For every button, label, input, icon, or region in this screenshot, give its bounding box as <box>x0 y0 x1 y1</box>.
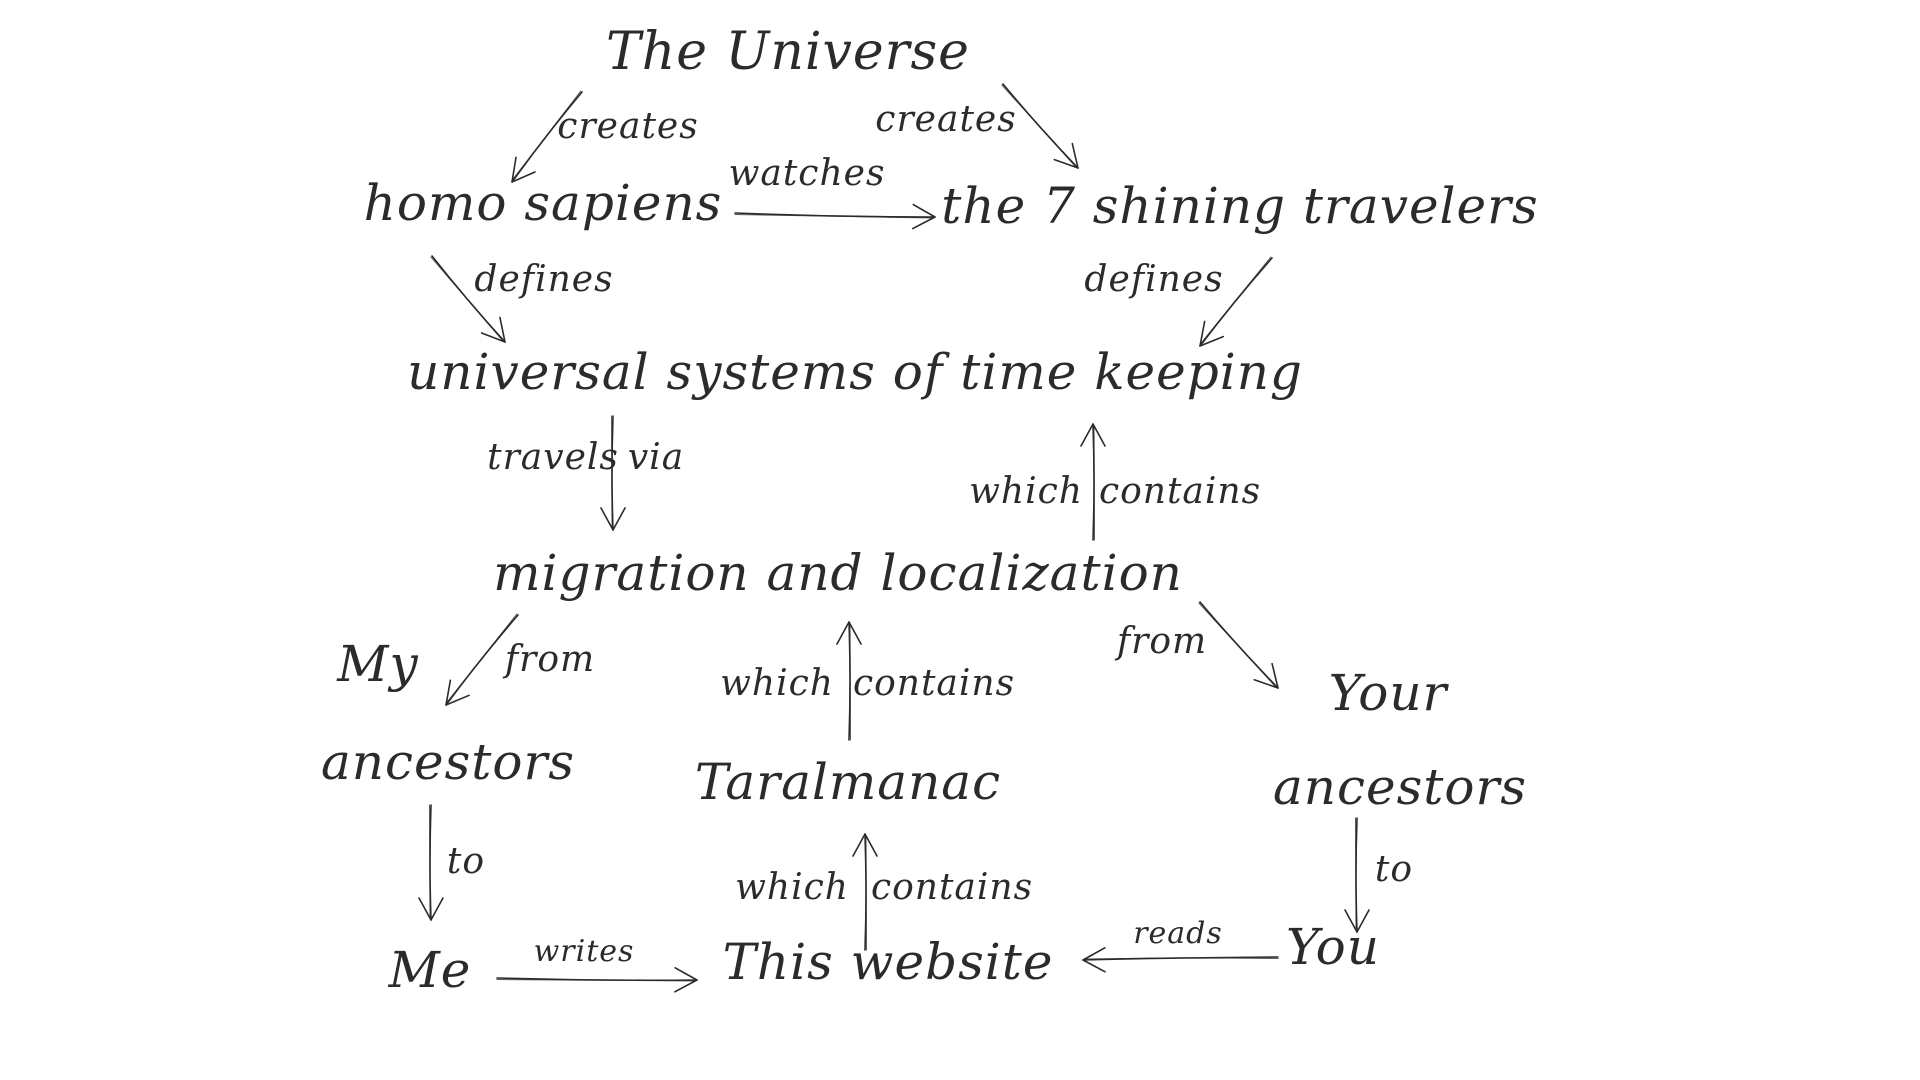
node-your: Your <box>1328 664 1448 722</box>
arrow-your-ancestors-to-you <box>1344 817 1370 933</box>
arrow-me-writes-website <box>496 966 698 993</box>
arrow-homo-sapiens-defines-time <box>430 255 506 343</box>
edge-label-creates-right: creates <box>875 99 1017 140</box>
edge-label-contains-3: contains <box>870 867 1034 908</box>
node-my: My <box>337 635 419 693</box>
node-me: Me <box>388 941 472 999</box>
node-the-universe: The Universe <box>606 22 970 82</box>
arrow-travelers-defines-time <box>1199 256 1273 347</box>
edge-label-creates-left: creates <box>557 106 699 147</box>
arrow-my-ancestors-to-me <box>418 804 444 921</box>
node-migration-localization: migration and localization <box>493 544 1183 602</box>
arrow-you-reads-website <box>1082 946 1279 973</box>
edge-label-your-from: from <box>1116 621 1208 662</box>
edge-label-contains-1: contains <box>1098 471 1262 512</box>
arrow-universe-to-travelers <box>1001 83 1079 169</box>
node-homo-sapiens: homo sapiens <box>363 174 723 232</box>
edge-label-via: via <box>627 437 685 478</box>
arrow-time-travels-via-migration <box>600 415 626 531</box>
node-taralmanac: Taralmanac <box>694 753 1002 811</box>
node-universal-time-keeping: universal systems of time keeping <box>407 343 1303 401</box>
edge-label-travels: travels <box>487 437 619 478</box>
edge-label-to-left: to <box>446 841 486 882</box>
edge-label-to-right: to <box>1374 849 1414 890</box>
arrow-migration-from-my-ancestors <box>445 613 519 706</box>
edge-label-contains-2: contains <box>852 663 1016 704</box>
arrow-migration-from-your-ancestors <box>1198 601 1279 689</box>
node-this-website: This website <box>722 933 1054 991</box>
edge-label-watches: watches <box>728 153 886 194</box>
node-my-ancestors: ancestors <box>320 733 576 791</box>
edge-label-reads: reads <box>1133 916 1223 951</box>
edge-label-my-from: from <box>504 639 596 680</box>
arrow-homo-sapiens-watches-travelers <box>734 203 936 230</box>
arrow-website-contains-taralmanac <box>852 833 878 951</box>
edge-label-which-3: which <box>735 867 849 908</box>
edge-label-defines-right: defines <box>1084 259 1224 300</box>
edge-label-which-1: which <box>969 471 1083 512</box>
edge-label-which-2: which <box>720 663 834 704</box>
node-you: You <box>1286 918 1380 976</box>
edge-label-writes: writes <box>533 934 635 969</box>
edge-label-defines-left: defines <box>474 259 614 300</box>
arrow-universe-to-homo-sapiens <box>511 90 583 183</box>
arrow-migration-contains-time <box>1080 423 1106 541</box>
arrow-taralmanac-contains-migration <box>836 621 862 741</box>
node-your-ancestors: ancestors <box>1272 758 1528 816</box>
node-seven-shining-travelers: the 7 shining travelers <box>941 177 1539 235</box>
